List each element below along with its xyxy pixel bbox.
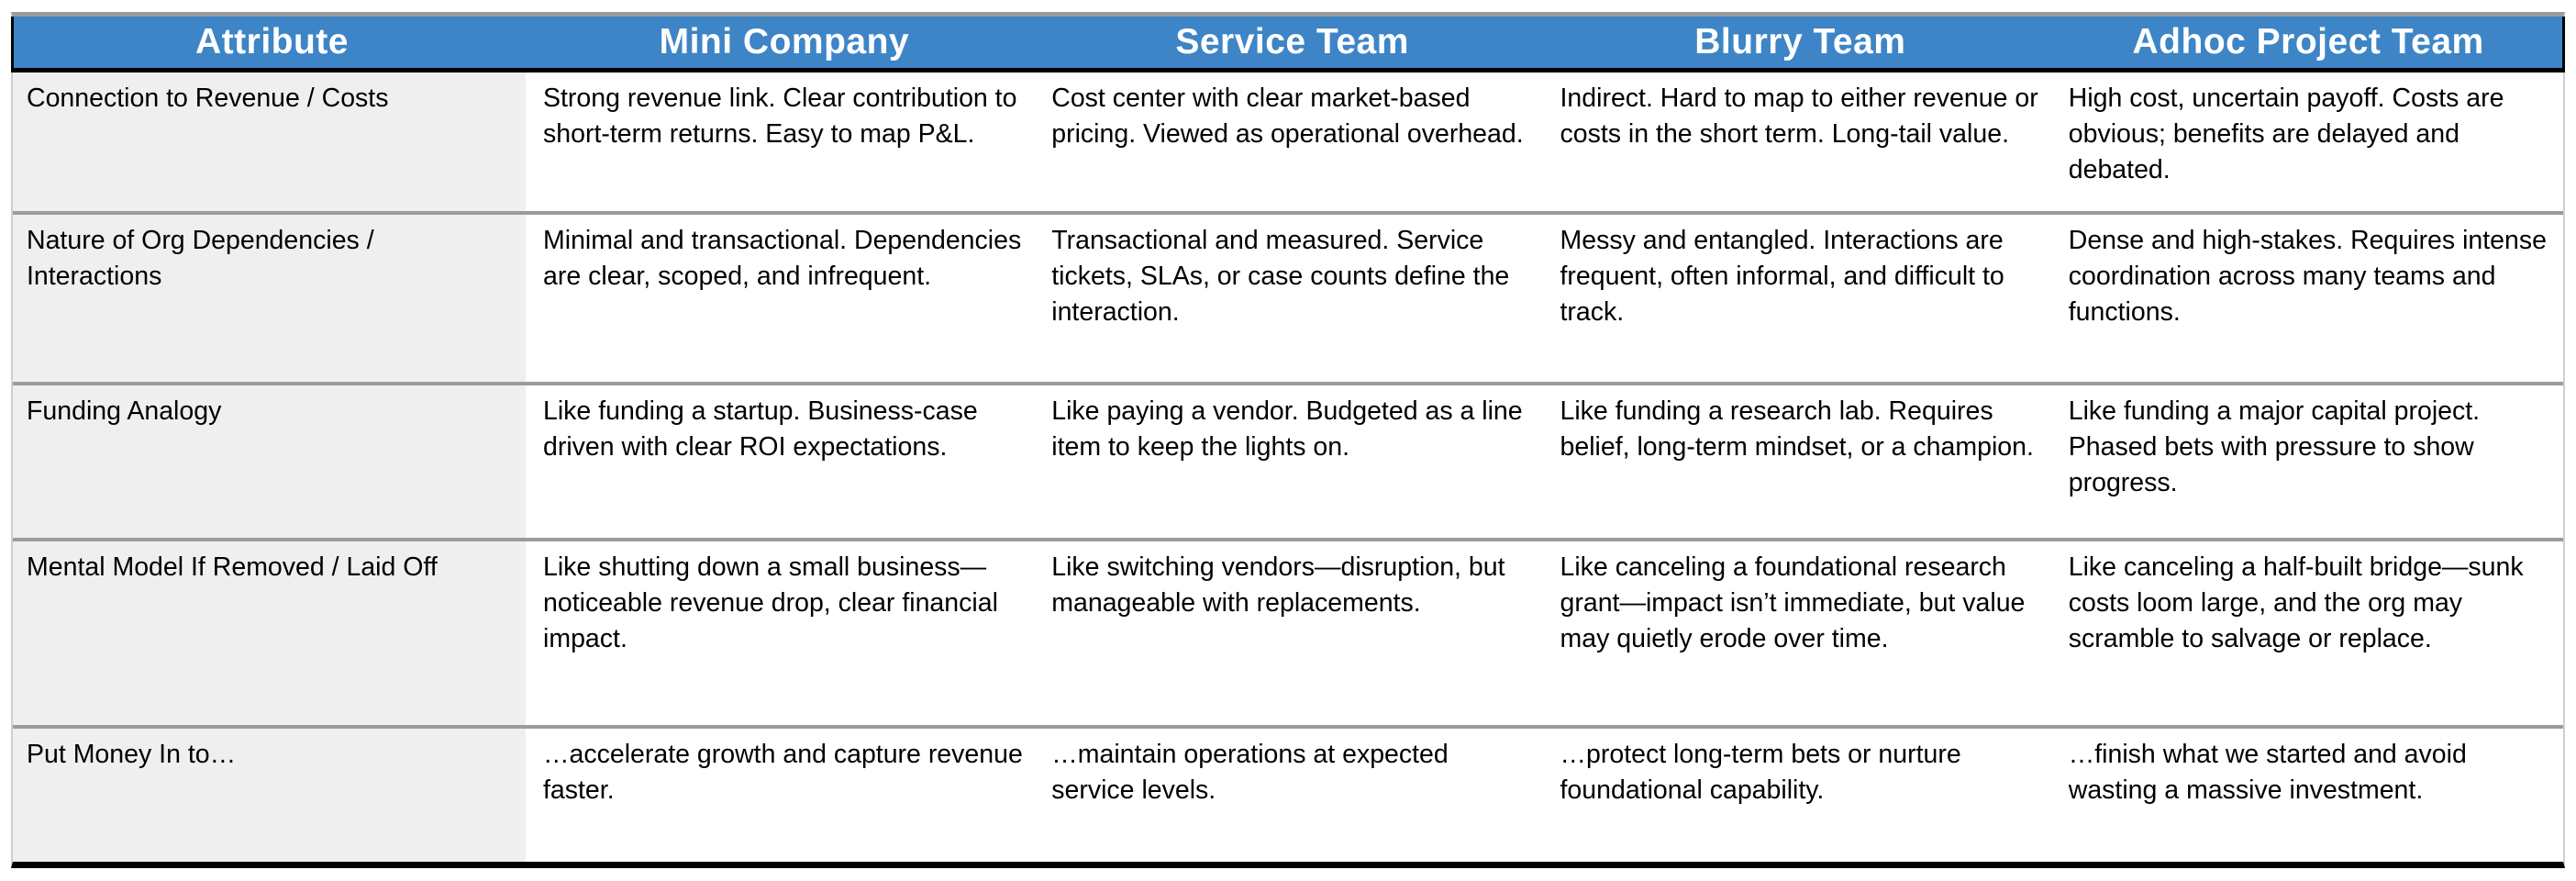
cell-adhoc-project-team: …finish what we started and avoid wastin…	[2054, 729, 2563, 862]
cell-blurry-team: Messy and entangled. Interactions are fr…	[1546, 215, 2055, 382]
cell-service-team: Transactional and measured. Service tick…	[1038, 215, 1547, 382]
cell-adhoc-project-team: Like funding a major capital project. Ph…	[2054, 385, 2563, 538]
column-header-mini-company: Mini Company	[659, 22, 910, 61]
cell-service-team: Like paying a vendor. Budgeted as a line…	[1038, 385, 1547, 538]
table-row: Put Money In to… …accelerate growth and …	[13, 729, 2563, 862]
cell-service-team: Like switching vendors—disruption, but m…	[1038, 541, 1547, 725]
attribute-cell: Mental Model If Removed / Laid Off	[13, 541, 529, 725]
cell-blurry-team: Like funding a research lab. Requires be…	[1546, 385, 2055, 538]
table-row: Funding Analogy Like funding a startup. …	[13, 385, 2563, 541]
table-row: Connection to Revenue / Costs Strong rev…	[13, 72, 2563, 215]
attribute-cell: Nature of Org Dependencies / Interaction…	[13, 215, 529, 382]
cell-mini-company: Like funding a startup. Business-case dr…	[529, 385, 1038, 538]
cell-mini-company: Like shutting down a small business—noti…	[529, 541, 1038, 725]
cell-adhoc-project-team: High cost, uncertain payoff. Costs are o…	[2054, 72, 2563, 211]
column-header-service-team: Service Team	[1175, 22, 1409, 61]
table-row: Nature of Org Dependencies / Interaction…	[13, 215, 2563, 385]
attribute-cell: Funding Analogy	[13, 385, 529, 538]
table-header-row: Attribute Mini Company Service Team Blur…	[11, 17, 2565, 72]
column-header-blurry-team: Blurry Team	[1694, 22, 1906, 61]
attribute-cell: Put Money In to…	[13, 729, 529, 862]
cell-blurry-team: …protect long-term bets or nurture found…	[1546, 729, 2055, 862]
cell-service-team: …maintain operations at expected service…	[1038, 729, 1547, 862]
cell-adhoc-project-team: Like canceling a half-built bridge—sunk …	[2054, 541, 2563, 725]
column-header-adhoc-project-team: Adhoc Project Team	[2132, 22, 2484, 61]
cell-blurry-team: Like canceling a foundational research g…	[1546, 541, 2055, 725]
cell-mini-company: Strong revenue link. Clear contribution …	[529, 72, 1038, 211]
attribute-cell: Connection to Revenue / Costs	[13, 72, 529, 211]
cell-mini-company: Minimal and transactional. Dependencies …	[529, 215, 1038, 382]
cell-adhoc-project-team: Dense and high-stakes. Requires intense …	[2054, 215, 2563, 382]
cell-mini-company: …accelerate growth and capture revenue f…	[529, 729, 1038, 862]
comparison-table: Attribute Mini Company Service Team Blur…	[11, 12, 2565, 868]
table-row: Mental Model If Removed / Laid Off Like …	[13, 541, 2563, 729]
cell-blurry-team: Indirect. Hard to map to either revenue …	[1546, 72, 2055, 211]
column-header-attribute: Attribute	[195, 22, 349, 61]
cell-service-team: Cost center with clear market-based pric…	[1038, 72, 1547, 211]
